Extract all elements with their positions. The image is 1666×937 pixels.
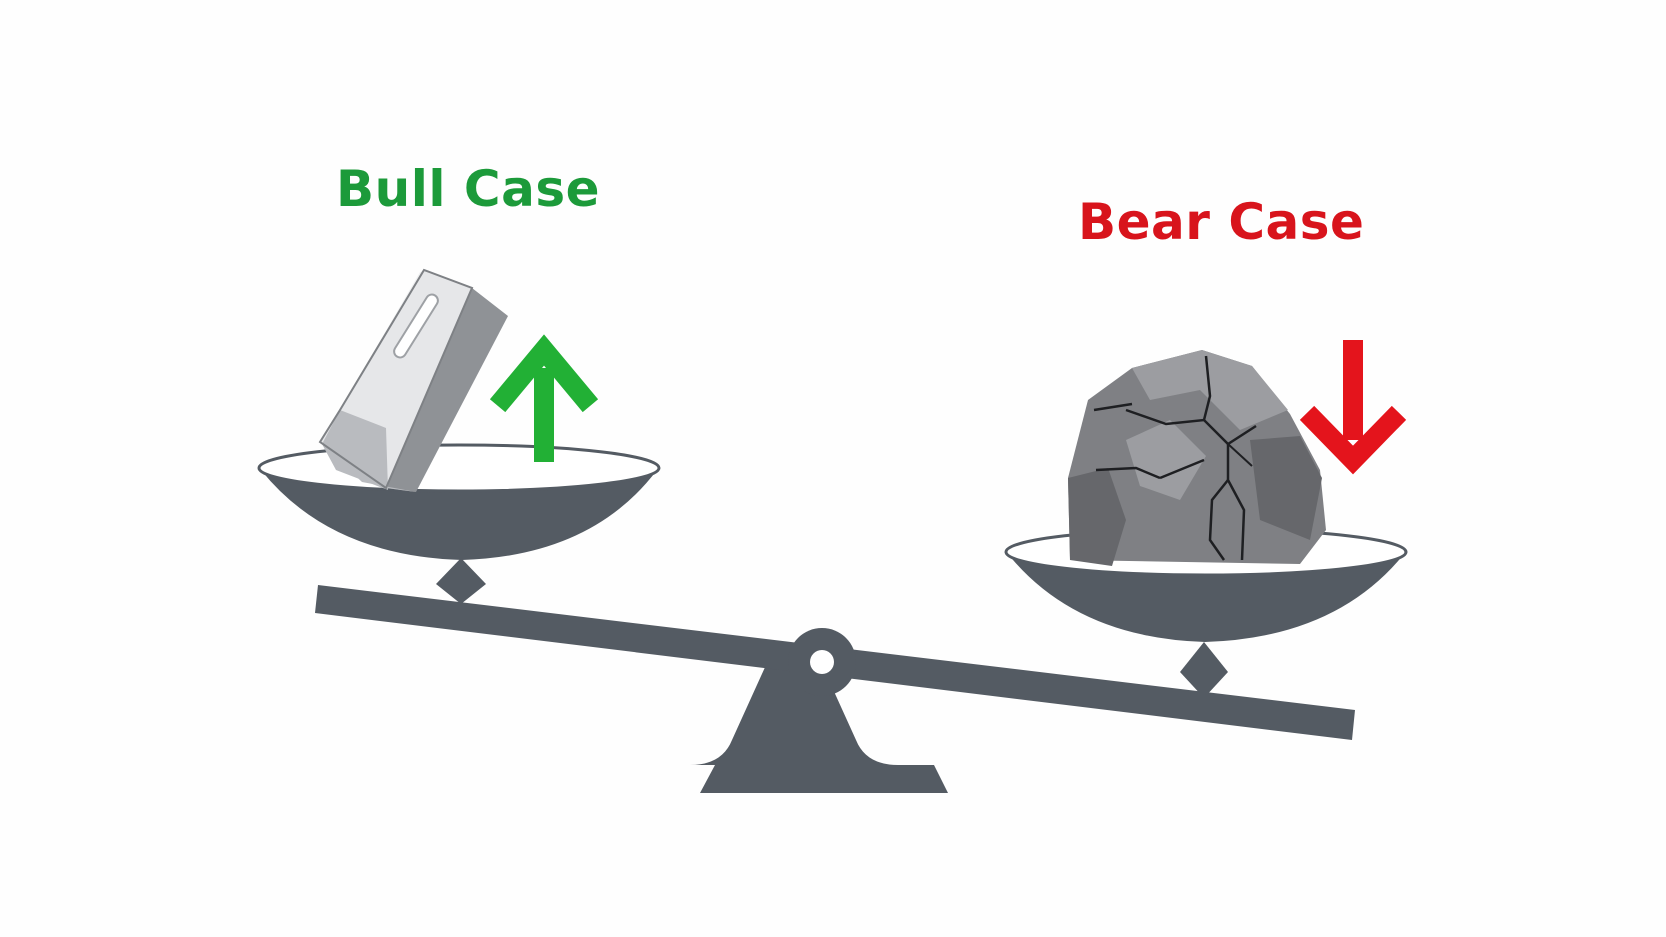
scale-pivot-hole bbox=[810, 650, 834, 674]
arrow-down-icon bbox=[1299, 340, 1407, 475]
left-pan-rim bbox=[257, 443, 661, 493]
right-pan bbox=[1008, 554, 1404, 642]
bull-case-label: Bull Case bbox=[336, 160, 600, 218]
bear-case-label: Bear Case bbox=[1078, 193, 1365, 251]
scale-stand bbox=[690, 665, 948, 793]
arrow-up-icon bbox=[489, 334, 599, 462]
left-pan-connector bbox=[436, 558, 486, 604]
right-pan-connector bbox=[1180, 642, 1228, 698]
cracked-rock-icon bbox=[1068, 350, 1326, 566]
silver-bar-icon bbox=[318, 268, 508, 492]
left-pan bbox=[261, 470, 657, 560]
